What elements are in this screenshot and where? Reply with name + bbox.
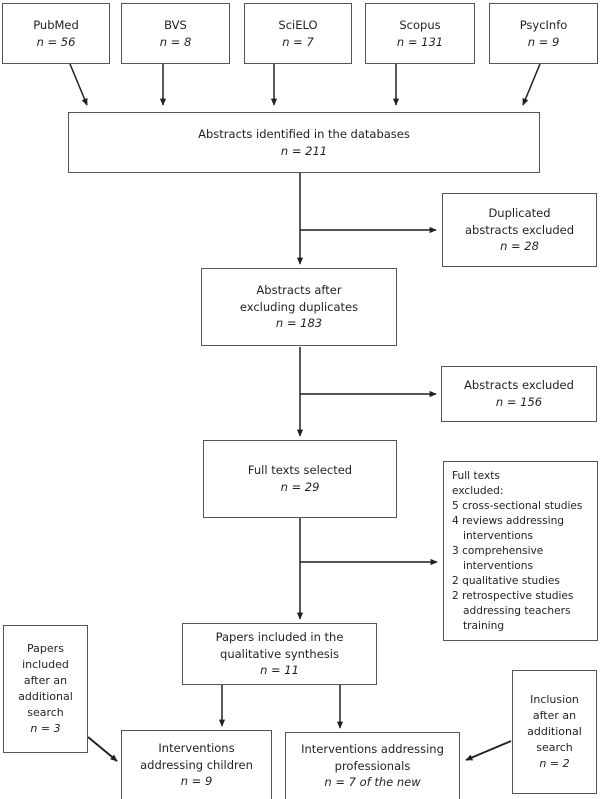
children-count: n = 9 xyxy=(180,774,213,789)
full-texts-excluded-item: 2 qualitative studies xyxy=(452,575,560,588)
source-name: BVS xyxy=(164,17,187,32)
duplicates-line-2: abstracts excluded xyxy=(464,222,575,237)
additional-right-line: additional xyxy=(527,725,582,739)
source-count: n = 7 xyxy=(282,34,314,49)
source-name: SciELO xyxy=(278,17,318,32)
duplicated-abstracts-excluded-box[interactable]: Duplicated abstracts excluded n = 28 xyxy=(442,193,597,267)
inclusion-additional-search-box[interactable]: Inclusion after an additional search n =… xyxy=(512,670,597,794)
after-duplicates-line-2: excluding duplicates xyxy=(239,299,359,314)
after-duplicates-line-1: Abstracts after xyxy=(256,282,342,297)
abstracts-excluded-box[interactable]: Abstracts excluded n = 156 xyxy=(441,366,597,422)
full-texts-excluded-item: 3 comprehensive interventions xyxy=(452,545,544,573)
additional-left-count: n = 3 xyxy=(30,721,61,735)
additional-left-line: search xyxy=(27,705,64,719)
professionals-line-2: professionals xyxy=(334,758,411,773)
duplicates-line-1: Duplicated xyxy=(488,205,551,220)
source-name: PubMed xyxy=(33,17,79,32)
full-texts-excluded-head-1: Full texts xyxy=(452,470,500,482)
source-box-pubmed[interactable]: PubMed n = 56 xyxy=(2,3,110,64)
full-texts-excluded-item: 5 cross-sectional studies xyxy=(452,500,583,513)
additional-left-line: Papers xyxy=(27,642,64,656)
source-box-bvs[interactable]: BVS n = 8 xyxy=(121,3,230,64)
full-texts-excluded-box[interactable]: Full texts excluded: 5 cross-sectional s… xyxy=(443,461,598,641)
additional-right-line: Inclusion xyxy=(530,693,579,707)
additional-right-line: search xyxy=(536,740,573,754)
interventions-professionals-box[interactable]: Interventions addressing professionals n… xyxy=(285,732,460,799)
papers-included-synthesis-box[interactable]: Papers included in the qualitative synth… xyxy=(182,623,377,685)
full-texts-selected-line-1: Full texts selected xyxy=(247,463,353,478)
papers-additional-search-box[interactable]: Papers included after an additional sear… xyxy=(3,625,88,753)
source-count: n = 9 xyxy=(527,34,560,49)
abstracts-excluded-line-1: Abstracts excluded xyxy=(464,378,574,393)
source-count: n = 131 xyxy=(396,34,444,49)
additional-search-connectors xyxy=(87,736,512,762)
source-box-scopus[interactable]: Scopus n = 131 xyxy=(365,3,475,64)
children-line-1: Interventions xyxy=(158,740,235,755)
after-duplicates-count: n = 183 xyxy=(275,316,323,331)
main-connectors xyxy=(218,173,438,729)
full-texts-selected-box[interactable]: Full texts selected n = 29 xyxy=(203,440,397,518)
abstracts-identified-title: Abstracts identified in the databases xyxy=(198,126,410,141)
duplicates-count: n = 28 xyxy=(500,239,539,254)
children-line-2: addressing children xyxy=(140,757,253,772)
additional-left-line: additional xyxy=(18,690,73,703)
abstracts-excluded-count: n = 156 xyxy=(495,395,543,409)
source-name: PsycInfo xyxy=(519,17,568,32)
source-count: n = 56 xyxy=(36,34,76,49)
professionals-count: n = 7 of the new xyxy=(324,775,421,790)
full-texts-excluded-head-2: excluded: xyxy=(452,485,504,498)
professionals-line-1: Interventions addressing xyxy=(301,741,444,756)
additional-right-count: n = 2 xyxy=(539,756,570,770)
abstracts-after-duplicates-box[interactable]: Abstracts after excluding duplicates n =… xyxy=(201,268,397,346)
source-connectors xyxy=(69,63,541,106)
full-texts-excluded-item: 2 retrospective studies addressing teach… xyxy=(452,590,574,633)
interventions-children-box[interactable]: Interventions addressing children n = 9 xyxy=(121,730,272,799)
abstracts-identified-box[interactable]: Abstracts identified in the databases n … xyxy=(68,112,540,173)
additional-right-line: after an xyxy=(532,709,577,723)
full-texts-selected-count: n = 29 xyxy=(280,480,320,494)
source-box-scielo[interactable]: SciELO n = 7 xyxy=(244,3,352,64)
additional-left-line: included xyxy=(22,658,69,672)
synthesis-count: n = 11 xyxy=(260,663,299,678)
abstracts-identified-count: n = 211 xyxy=(280,143,328,158)
source-box-psycinfo[interactable]: PsycInfo n = 9 xyxy=(489,3,598,64)
synthesis-line-1: Papers included in the xyxy=(215,629,344,644)
synthesis-line-2: qualitative synthesis xyxy=(220,646,339,661)
source-count: n = 8 xyxy=(159,34,192,49)
additional-left-line: after an xyxy=(23,674,68,688)
source-name: Scopus xyxy=(399,17,441,32)
full-texts-excluded-item: 4 reviews addressing interventions xyxy=(452,515,565,543)
